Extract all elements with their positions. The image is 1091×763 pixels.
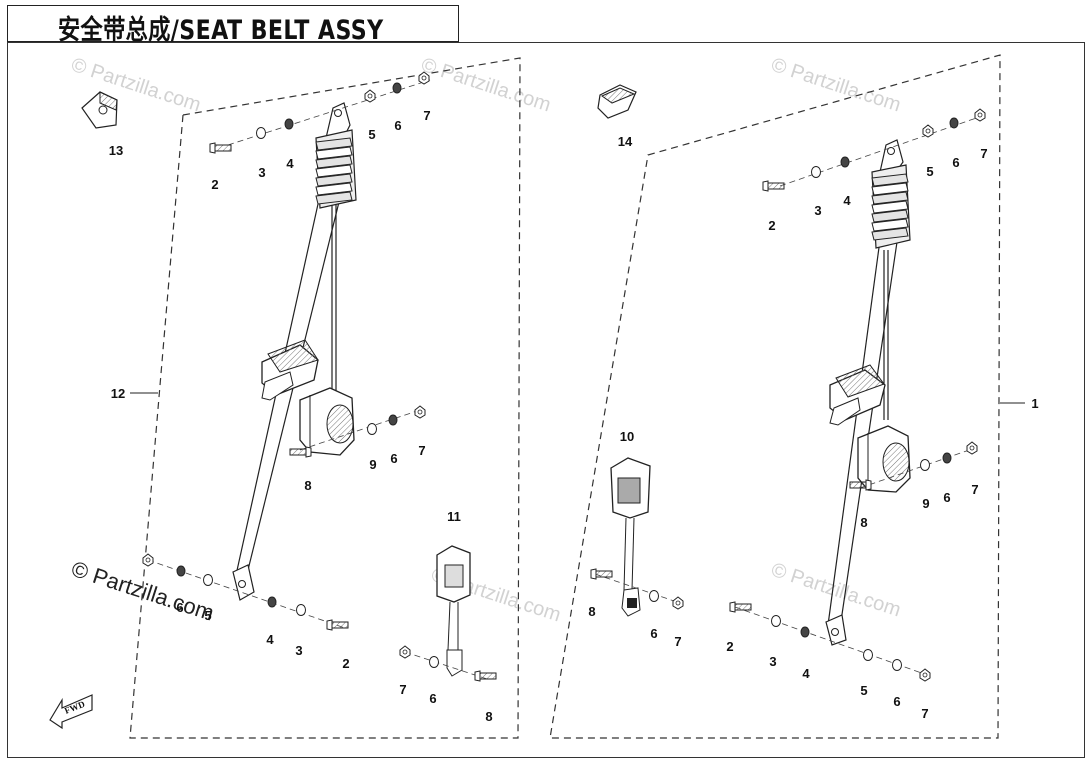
d-ring-bracket-13 [81,91,118,129]
left-assembly-outline [129,57,521,739]
callout-label: 7 [980,146,987,161]
right-lower-anchor [825,614,847,646]
callout-label: 8 [860,515,867,530]
callout-label: 6 [893,694,900,709]
callout-label: 6 [394,118,401,133]
callout-label: 8 [485,709,492,724]
left-tongue-plate [261,339,319,401]
callout-label: 2 [726,639,733,654]
callout-label: 14 [618,134,633,149]
callout-label: 8 [588,604,595,619]
callout-label: 2 [768,218,775,233]
left-height-adjuster-boot [315,137,353,205]
callout-label: 5 [204,608,211,623]
right-height-adjuster-boot [871,173,909,241]
callout-label: 13 [109,143,123,158]
watermark-dark: © Partzilla.com [68,556,217,626]
right-tongue-plate [829,364,886,426]
callout-label: 6 [176,600,183,615]
callout-label: 5 [860,683,867,698]
callout-label: 7 [418,443,425,458]
callout-label: 6 [390,451,397,466]
left-buckle-11 [436,545,471,677]
callout-label: 7 [423,108,430,123]
left-retractor [299,387,355,456]
right-assembly-outline [549,54,1001,739]
callout-label: 2 [342,656,349,671]
callout-label: 9 [922,496,929,511]
callout-label: 4 [266,632,274,647]
callout-label: 7 [399,682,406,697]
callout-label: 6 [429,691,436,706]
callout-label: 8 [304,478,311,493]
callout-label: 3 [258,165,265,180]
callout-label: 6 [952,155,959,170]
diagram-title: 安全带总成/SEAT BELT ASSY [58,15,384,46]
title-box: 安全带总成/SEAT BELT ASSY [7,5,459,46]
callout-label: 3 [814,203,821,218]
callout-label: 5 [926,164,933,179]
left-lower-anchor [232,564,255,601]
callout-label: 4 [802,666,810,681]
d-ring-bracket-14 [597,84,637,119]
callout-label: 9 [369,457,376,472]
callout-label: 11 [447,509,461,524]
callout-label: 7 [971,482,978,497]
callout-label: 5 [368,127,375,142]
callout-label: 2 [211,177,218,192]
right-buckle-10 [610,457,651,617]
callout-label: 6 [943,490,950,505]
fastener-hardware [142,71,986,682]
callout-label: 12 [111,386,125,401]
right-retractor [857,425,911,493]
callout-label: 7 [921,706,928,721]
fwd-arrow: FWD [49,694,93,730]
callout-label: 3 [295,643,302,658]
callout-label: 7 [674,634,681,649]
callout-label: 1 [1031,396,1038,411]
watermark-2: © Partzilla.com [418,54,553,117]
callout-label: 10 [620,429,634,444]
callout-label: 4 [843,193,851,208]
callout-label: 6 [650,626,657,641]
watermark-3: © Partzilla.com [768,54,903,117]
diagram-frame [7,42,1085,758]
callout-label: 4 [286,156,294,171]
callout-label: 3 [769,654,776,669]
